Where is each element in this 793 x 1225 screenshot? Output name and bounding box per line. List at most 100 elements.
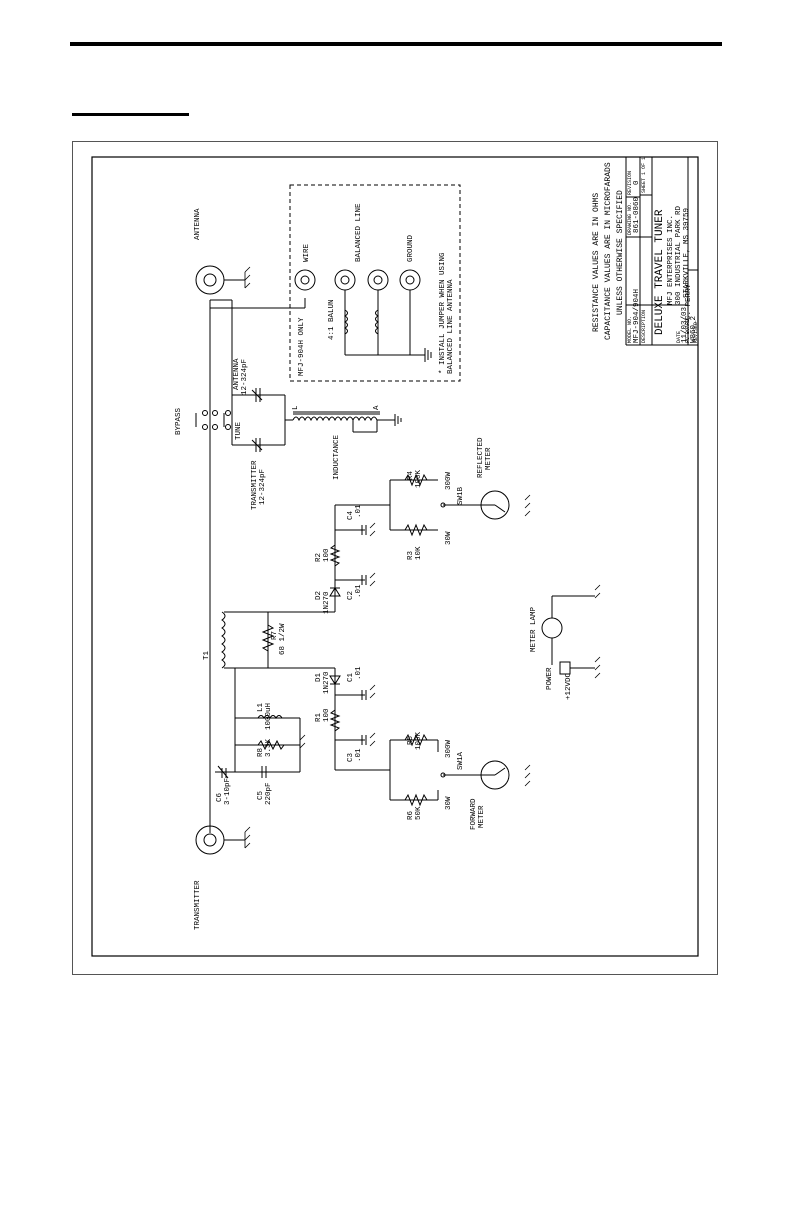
antenna-connector [195,265,245,295]
tb-rev-hdr: REVISION [627,171,633,195]
tb-drawing: 861-0860 [633,196,641,233]
label-c6-value: 3-10pF [224,778,232,805]
balun-internals [294,269,432,362]
label-c4-name: C4 [347,510,355,520]
label-meter-lamp: METER LAMP [530,606,538,652]
label-power: POWER [546,667,554,690]
label-c3-name: C3 [347,752,355,762]
note-resistance: RESISTANCE VALUES ARE IN OHMS [592,193,601,332]
label-balun-title: MFJ-904H ONLY [298,317,306,376]
c5-r8-l1-network [215,668,301,779]
tb-sheet: SHEET 1 OF 1 [641,157,647,193]
label-transmitter: TRANSMITTER [194,880,202,930]
label-r6-name: R6 [407,810,415,820]
label-d1-name: D1 [315,672,323,682]
note-capacitance: CAPACITANCE VALUES ARE IN MICROFARADS [604,162,613,340]
label-balanced-line: BALANCED LINE [355,203,363,262]
label-r5-name: R5 [407,735,415,745]
label-300w-ref: 300W [445,471,453,490]
label-300w-fwd: 300W [445,739,453,758]
label-cap-tx-name: TRANSMITTER [251,460,259,510]
label-r2-name: R2 [315,553,323,562]
label-r8-name: R8 [257,748,265,757]
label-l1-name: L1 [257,702,265,712]
label-cap-ant-value: 12-324pF [241,359,249,395]
label-ind-l: L [292,405,300,410]
label-c6-name: C6 [216,792,224,802]
label-30w-fwd: 30W [445,796,453,810]
note-unless: UNLESS OTHERWISE SPECIFIED [616,190,625,315]
label-sw1b: SW1B [457,486,465,505]
label-c4-value: .01 [355,504,363,518]
tb-revised-hdr: REVISED [693,322,699,343]
label-d2-name: D2 [315,591,323,600]
bypass-switch [195,410,225,430]
label-12vdc: +12VDC [565,672,573,700]
tb-drawing-hdr: DRAWING NO. [627,202,633,235]
tb-company-1: MFJ ENTERPRISES INC. [667,215,675,305]
label-wire: WIRE [303,243,311,262]
tb-rev: 0 [633,180,641,185]
label-fwd-meter-1: FORWARD [470,798,478,830]
label-r6-value: 50K [415,806,423,820]
label-r8-value: 3.3K [265,738,273,757]
label-sw1a: SW1A [457,751,465,770]
label-r7-value: 68 1/2W [279,623,287,655]
title-block-grid [625,157,699,346]
tune-network [225,388,286,452]
tb-company-2: 300 INDUSTRIAL PARK RD [675,205,683,305]
drawing-border [91,156,699,957]
label-c5-value: 220pF [265,782,273,805]
label-r4-name: R4 [407,470,415,480]
label-r1-name: R1 [315,712,323,722]
label-c1-value: .01 [355,666,363,680]
tb-company-3: STARKVILLE, MS 39759 [683,208,691,298]
tb-drawn: C. PERRY [685,283,693,320]
label-c1-name: C1 [347,672,355,682]
label-ref-meter-2: METER [485,447,493,470]
label-d2-value: 1N270 [323,591,331,614]
roller-inductor [285,411,402,433]
label-r2-value: 100 [323,548,331,562]
tb-title: DELUXE TRAVEL TUNER [654,209,666,335]
label-balun: 4:1 BALUN [328,299,336,340]
label-bypass: BYPASS [175,407,183,435]
label-r3-value: 10K [415,546,423,560]
label-cap-tx-value: 12-324pF [259,469,267,505]
label-t1: T1 [203,650,211,660]
label-balun-note-1: * INSTALL JUMPER WHEN USING [439,252,447,374]
label-balun-note-2: BALANCED LINE ANTENNA [447,279,455,374]
tb-desc-hdr: DESCRIPTION [641,310,647,343]
tb-pc: W860_2 [690,316,698,343]
label-c5-name: C5 [257,790,265,800]
tb-date-hdr: DATE [676,331,682,343]
label-r5-value: 100K [415,731,423,750]
ground-symbols [244,266,601,849]
label-d1-value: 1N270 [323,671,331,694]
section-heading-rule [72,113,189,116]
transmitter-connector [195,825,245,855]
label-cap-ant-name: ANTENNA [233,358,241,390]
tb-model: MFJ-904/904H [633,289,641,343]
label-r3-name: R3 [407,550,415,560]
label-c3-value: .01 [355,748,363,762]
label-c2-value: .01 [355,584,363,598]
label-tune: TUNE [235,421,243,440]
header-rule [70,42,722,46]
label-ref-meter-1: REFLECTED [477,437,485,478]
label-inductance: INDUCTANCE [333,434,341,480]
label-c2-name: C2 [347,591,355,600]
label-r7-name: R7 [271,631,279,640]
meter-lamp-circuit [541,595,595,675]
label-fwd-meter-2: METER [478,805,486,828]
label-l1-value: 1000uH [265,703,273,730]
balun-dashed-box [289,184,461,382]
label-ground: GROUND [407,234,415,262]
label-ind-a: A [373,405,381,410]
label-30w-ref: 30W [445,531,453,545]
label-antenna: ANTENNA [194,208,202,240]
label-r4-value: 100K [415,469,423,488]
tb-pc-hdr: PC BOARD [685,319,691,343]
reflected-detector [329,473,510,612]
